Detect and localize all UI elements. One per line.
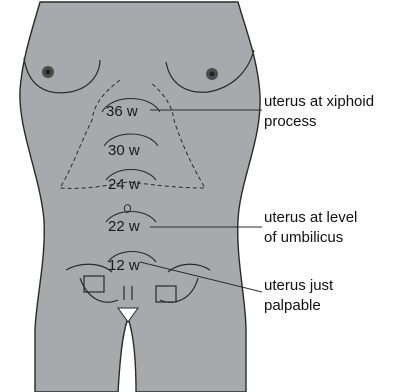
week-label-22: 22 w	[108, 218, 140, 235]
annotation-palpable-line2: palpable	[264, 297, 321, 314]
annotation-umbilicus-line1: uterus at level	[264, 209, 357, 226]
annotation-palpable-line1: uterus just	[264, 277, 334, 294]
week-label-12: 12 w	[108, 257, 140, 274]
annotation-xiphoid-line1: uterus at xiphoid	[264, 93, 374, 110]
torso-figure	[20, 2, 260, 392]
right-nipple-center	[210, 72, 215, 77]
annotation-xiphoid-line2: process	[264, 113, 317, 130]
left-nipple-center	[46, 70, 51, 75]
week-label-36: 36 w	[106, 103, 138, 120]
annotations: uterus at xiphoid process uterus at leve…	[264, 93, 374, 314]
annotation-umbilicus-line2: of umbilicus	[264, 229, 343, 246]
week-label-24: 24 w	[108, 176, 140, 193]
torso-body	[20, 2, 260, 392]
week-label-30: 30 w	[108, 142, 140, 159]
